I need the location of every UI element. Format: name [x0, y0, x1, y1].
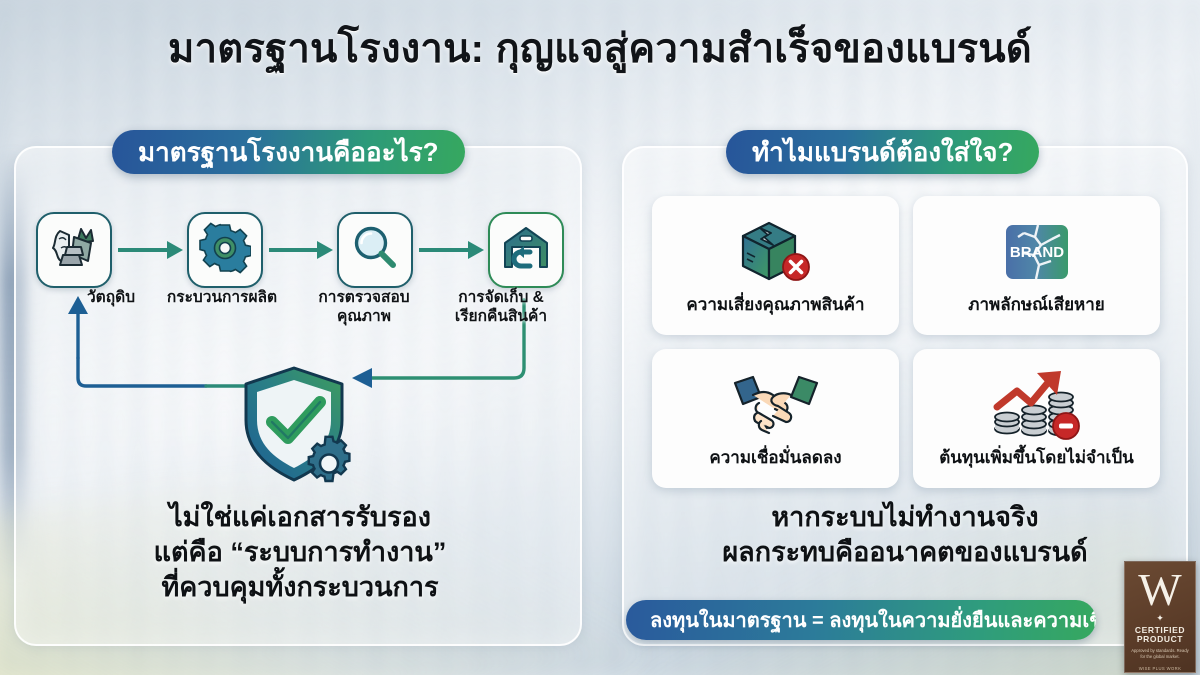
- raw-materials-icon: [47, 221, 101, 280]
- logo-footer-text: WISE PLUS WORK: [1138, 665, 1182, 671]
- rising-cost-coins-icon: [987, 366, 1087, 444]
- flow-arrow-2: [267, 241, 334, 259]
- background-light-streak-right: [640, 515, 1160, 675]
- risk-card-label-product-quality: ความเสี่ยงคุณภาพสินค้า: [686, 295, 865, 315]
- step-label-manufacturing: กระบวนการผลิต: [166, 289, 278, 306]
- left-caption-line-1: ไม่ใช่แค่เอกสารรับรอง: [169, 502, 431, 532]
- risk-card-brand-image[interactable]: BRAND ภาพลักษณ์เสียหาย: [913, 196, 1160, 335]
- page-title: มาตรฐานโรงงาน: กุญแจสู่ความสำเร็จของแบรน…: [168, 27, 1032, 71]
- step-label-storage-recall: การจัดเก็บ & เรียกคืนสินค้า: [426, 288, 576, 327]
- logo-w-mark: W: [1138, 564, 1182, 615]
- rising-arrow-line: [993, 375, 1054, 411]
- step-icon-box-storage-recall: [488, 212, 565, 288]
- investment-banner: ลงทุนในมาตรฐาน = ลงทุนในความยั่งยืนและคว…: [626, 600, 1096, 640]
- brand-card-text: BRAND: [1009, 244, 1063, 261]
- coin-stack-small: [993, 411, 1020, 435]
- logo-line-product: PRODUCT: [1136, 634, 1184, 645]
- gear-manufacturing-icon: [198, 221, 252, 279]
- left-caption-line-3: ที่ควบคุมทั้งกระบวนการ: [161, 572, 439, 603]
- right-panel-caption: หากระบบไม่ทำงานจริง ผลกระทบคืออนาคตของแบ…: [630, 500, 1180, 570]
- process-flow: [36, 200, 565, 300]
- shield-check-gear-icon: [232, 358, 372, 498]
- risk-card-grid: ความเสี่ยงคุณภาพสินค้า: [652, 196, 1160, 488]
- risk-card-product-quality[interactable]: ความเสี่ยงคุณภาพสินค้า: [652, 196, 899, 335]
- flow-arrow-1: [116, 241, 183, 259]
- rising-arrow-head: [1036, 371, 1061, 396]
- step-icon-box-manufacturing: [186, 212, 263, 288]
- risk-card-label-unnecessary-cost: ต้นทุนเพิ่มขึ้นโดยไม่จำเป็น: [939, 448, 1134, 468]
- certified-product-logo: W ✦ CERTIFIED PRODUCT Approved by standa…: [1124, 561, 1196, 673]
- right-caption-line-1: หากระบบไม่ทำงานจริง: [771, 502, 1039, 532]
- background-left-shade: [0, 150, 26, 580]
- step-label-storage-line1: การจัดเก็บ &: [458, 289, 544, 306]
- shield-gear: [307, 435, 351, 483]
- process-flow-labels: วัตถุดิบ กระบวนการผลิต การตรวจสอบ คุณภาพ…: [36, 288, 564, 346]
- left-caption-line-2: แต่คือ “ระบบการทำงาน”: [153, 537, 447, 568]
- risk-card-unnecessary-cost[interactable]: ต้นทุนเพิ่มขึ้นโดยไม่จำเป็น: [913, 349, 1160, 488]
- damaged-box-x-icon: [733, 213, 819, 291]
- warehouse-recall-icon: [499, 222, 553, 279]
- right-panel-header: ทำไมแบรนด์ต้องใส่ใจ?: [726, 130, 1040, 174]
- logo-star-icon: ✦: [1156, 612, 1164, 623]
- step-label-quality-inspection: การตรวจสอบ คุณภาพ: [294, 288, 434, 327]
- step-label-quality-line2: คุณภาพ: [337, 308, 391, 326]
- risk-card-label-brand-image: ภาพลักษณ์เสียหาย: [968, 295, 1105, 315]
- cracked-brand-card-icon: BRAND: [994, 213, 1080, 291]
- step-icon-box-raw-materials: [36, 212, 112, 288]
- left-panel-header: มาตรฐานโรงงานคืออะไร?: [112, 130, 465, 174]
- step-icon-box-quality-inspection: [337, 212, 414, 288]
- step-label-quality-line1: การตรวจสอบ: [318, 289, 410, 306]
- step-label-raw-materials: วัตถุดิบ: [86, 289, 136, 306]
- handshake-icon: [729, 366, 823, 444]
- risk-card-trust-decline[interactable]: ความเชื่อมั่นลดลง: [652, 349, 899, 488]
- right-caption-line-2: ผลกระทบคืออนาคตของแบรนด์: [722, 537, 1088, 568]
- magnifier-inspection-icon: [349, 222, 401, 279]
- risk-card-label-trust-decline: ความเชื่อมั่นลดลง: [709, 448, 842, 468]
- left-panel-caption: ไม่ใช่แค่เอกสารรับรอง แต่คือ “ระบบการทำง…: [30, 500, 570, 605]
- coin-stack-mid: [1020, 404, 1047, 437]
- step-label-storage-line2: เรียกคืนสินค้า: [454, 308, 548, 326]
- logo-subtext: Approved by standards. Ready for the glo…: [1131, 648, 1189, 659]
- logo-line-certified: CERTIFIED: [1134, 624, 1186, 635]
- flow-arrow-3: [417, 241, 484, 259]
